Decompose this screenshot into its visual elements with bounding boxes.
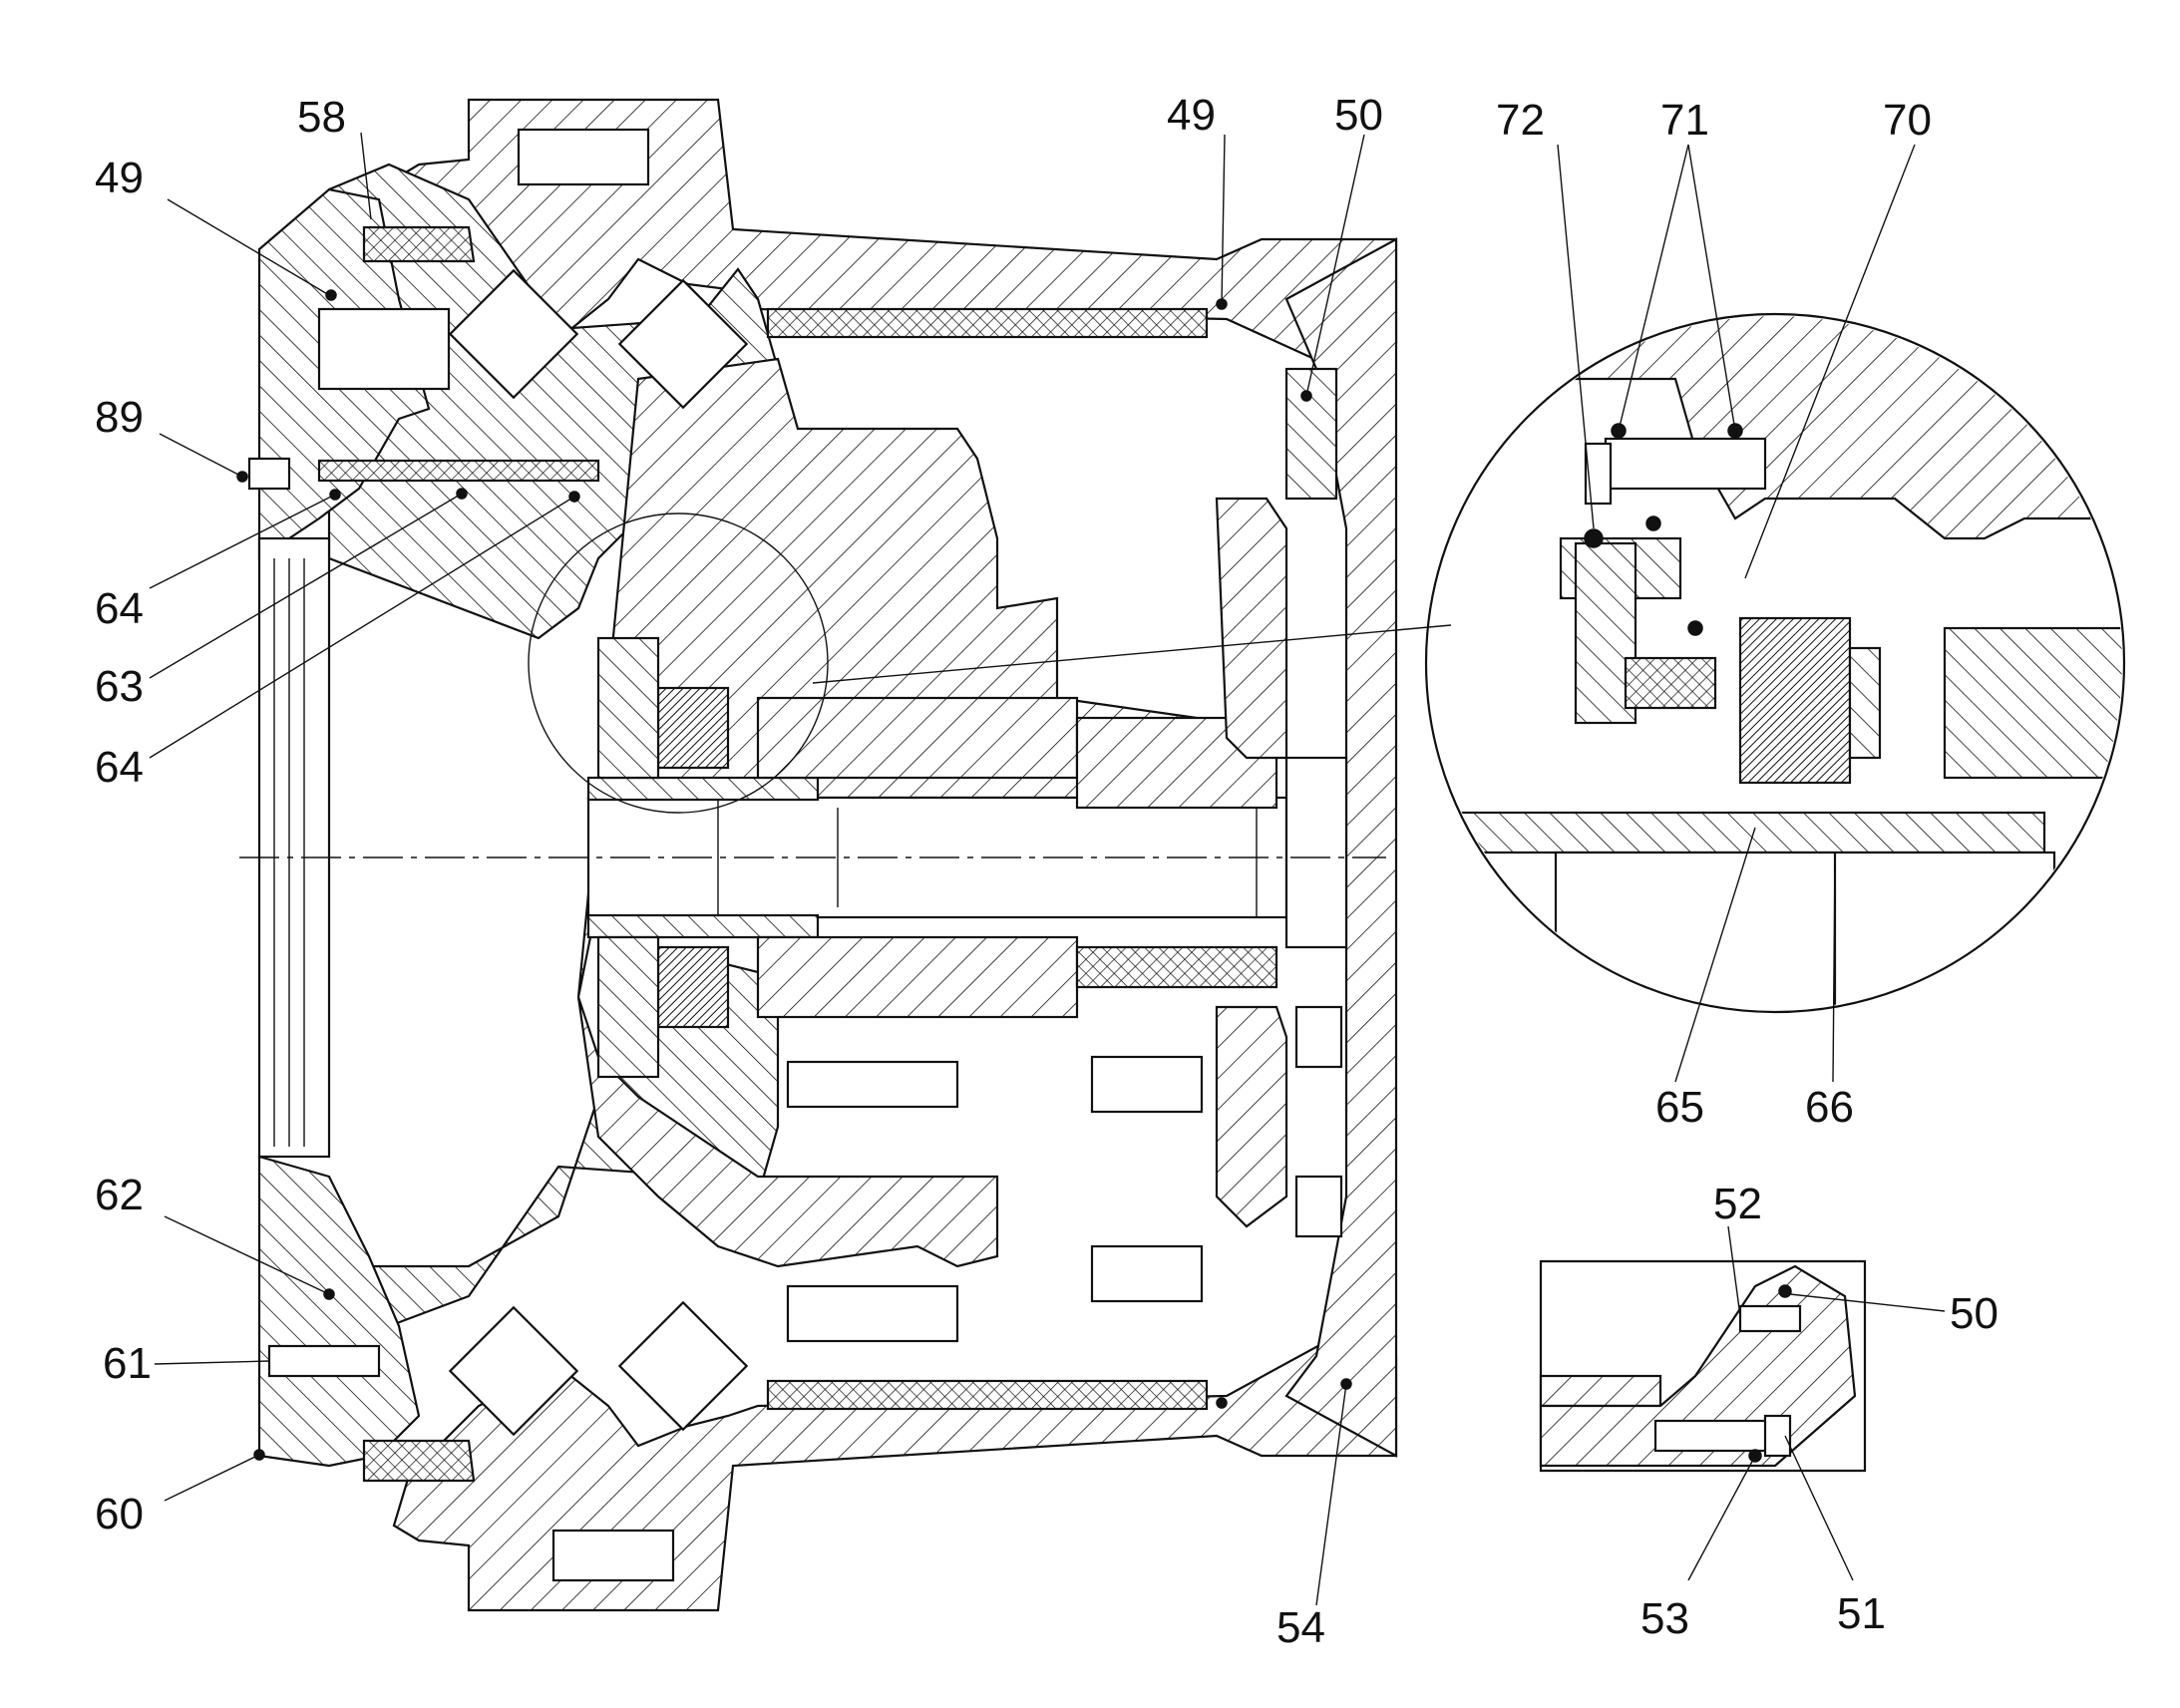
planet-bearing-d bbox=[1090, 1244, 1204, 1303]
callout-62: 62 bbox=[95, 1171, 144, 1219]
bearing-upper-left bbox=[448, 268, 579, 400]
ring-gear-band-lower bbox=[766, 1379, 1209, 1411]
callout-89: 89 bbox=[95, 393, 144, 442]
sleeve-lower bbox=[586, 913, 820, 939]
bolt-upper-top bbox=[517, 128, 650, 186]
callout-70: 70 bbox=[1883, 96, 1932, 145]
callout-64-upper: 64 bbox=[95, 584, 144, 633]
left-flange-lower bbox=[257, 1155, 421, 1468]
callout-53: 53 bbox=[1640, 1594, 1689, 1643]
callout-51: 51 bbox=[1837, 1589, 1886, 1638]
planet-gear-lower bbox=[1075, 945, 1278, 989]
bearing-lower-left bbox=[448, 1305, 579, 1437]
callout-49-right: 49 bbox=[1167, 91, 1216, 140]
brake-pack-upper bbox=[656, 686, 730, 770]
small-detail-view bbox=[1539, 1259, 1867, 1473]
callout-52: 52 bbox=[1713, 1180, 1762, 1228]
callout-60: 60 bbox=[95, 1490, 144, 1538]
callout-72: 72 bbox=[1496, 96, 1545, 145]
right-shaft-end bbox=[1284, 756, 1348, 949]
callout-66: 66 bbox=[1805, 1083, 1854, 1132]
callout-labels: 58 49 89 64 63 64 62 61 60 49 50 54 72 7… bbox=[95, 91, 1998, 1652]
callout-58: 58 bbox=[297, 93, 346, 142]
planet-bearing-b bbox=[786, 1284, 959, 1343]
callout-65: 65 bbox=[1655, 1083, 1704, 1132]
second-stage-carrier bbox=[1215, 497, 1288, 760]
brake-pack-lower bbox=[656, 945, 730, 1029]
detail-circle-marker bbox=[528, 512, 829, 814]
sleeve-upper bbox=[586, 776, 820, 802]
detail-brake-discs bbox=[1738, 616, 1852, 785]
bolt-61 bbox=[267, 1344, 381, 1378]
planet-bearing-c bbox=[1090, 1055, 1204, 1114]
callout-71: 71 bbox=[1660, 96, 1709, 145]
leader-lines bbox=[149, 132, 1946, 1606]
callout-61: 61 bbox=[103, 1339, 152, 1388]
face-seal-upper bbox=[362, 225, 476, 263]
planet-carrier bbox=[576, 357, 1199, 1268]
left-face-plate bbox=[257, 536, 331, 1159]
planet-bearing-a bbox=[786, 1060, 959, 1109]
callout-54: 54 bbox=[1276, 1603, 1325, 1652]
callout-50-detail: 50 bbox=[1950, 1289, 1998, 1338]
bearing-lower-right bbox=[617, 1300, 749, 1432]
detail-view bbox=[1424, 312, 2126, 1014]
callout-50-top: 50 bbox=[1334, 91, 1383, 140]
sun-gear-lower bbox=[756, 935, 1079, 1019]
bearing-upper-right bbox=[617, 278, 749, 410]
face-seal-lower bbox=[362, 1439, 476, 1483]
main-section-view bbox=[236, 98, 1452, 1612]
pin-89 bbox=[317, 459, 600, 483]
callout-64-lower: 64 bbox=[95, 743, 144, 792]
bolt-upper-left bbox=[317, 307, 451, 391]
bolt-lower-bottom bbox=[551, 1529, 675, 1582]
callout-49-left: 49 bbox=[95, 154, 144, 202]
small-detail-bolt-51 bbox=[1653, 1419, 1777, 1453]
callout-63: 63 bbox=[95, 662, 144, 711]
ring-gear-band-upper bbox=[766, 307, 1209, 339]
detail-shaft-65 bbox=[1428, 811, 2046, 854]
sun-gear-upper bbox=[756, 696, 1079, 780]
spindle-lower bbox=[327, 955, 780, 1328]
